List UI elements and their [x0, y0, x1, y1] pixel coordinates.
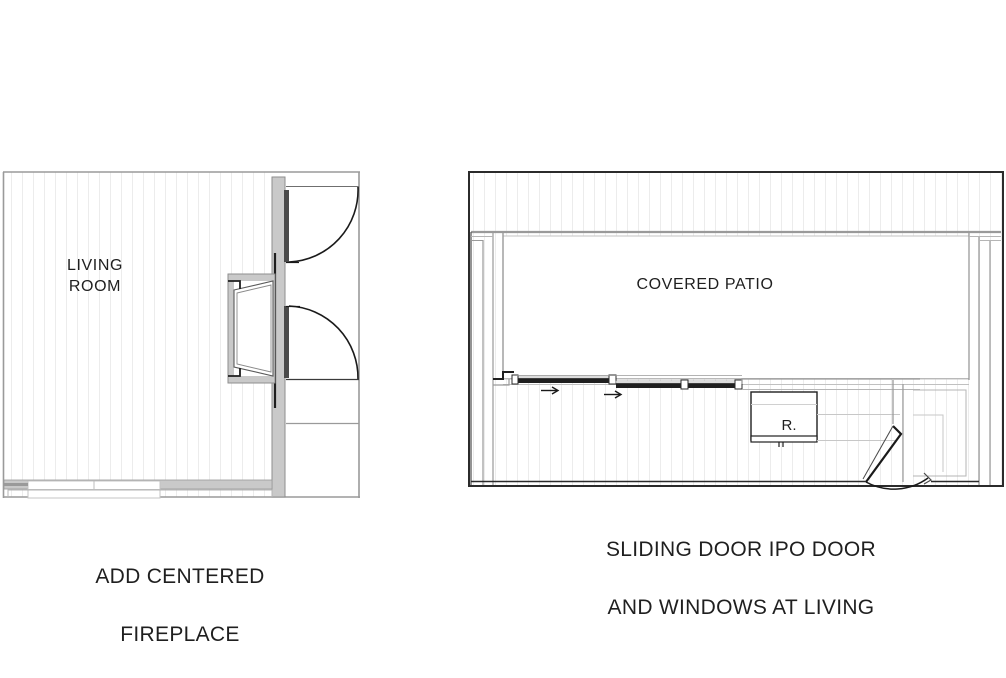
door-leaf-upper — [284, 190, 289, 262]
window-bottom-wall — [3, 479, 273, 499]
slider-panel-operable — [616, 383, 738, 388]
fireplace-firebox-trapezoid — [233, 280, 274, 377]
entry-door-strike-jamb — [923, 472, 932, 485]
caption-left-line-2: FIREPLACE — [120, 623, 240, 646]
door-swing-lower-icon — [288, 305, 359, 380]
right-plan-left-wall — [470, 232, 504, 485]
left-plan-group — [2, 171, 360, 499]
right-plan-outer-boundary — [468, 171, 1004, 487]
refrigerator — [750, 391, 818, 447]
refrigerator-door-front — [750, 435, 818, 443]
slider-left-return-wall-light — [493, 379, 510, 386]
refrigerator-handle-icon — [778, 442, 784, 447]
right-rooms-floor — [286, 172, 360, 497]
slide-direction-arrow-right-icon — [604, 390, 623, 399]
entry-alcove-outline — [913, 389, 967, 477]
fireplace-shoulder-bottom — [228, 368, 241, 377]
caption-right-plan: SLIDING DOOR IPO DOOR AND WINDOWS AT LIV… — [476, 506, 1006, 651]
slider-meeting-stile-2 — [680, 379, 689, 390]
entry-door-swing-icon — [865, 477, 929, 490]
door-leaf-lower — [284, 306, 289, 378]
refrigerator-body — [750, 391, 818, 441]
slider-panel-track-left — [515, 375, 613, 379]
door-swing-upper-icon — [288, 186, 359, 263]
slide-direction-arrow-left-icon — [541, 386, 560, 395]
slider-meeting-stile-1 — [608, 374, 617, 385]
caption-left-line-1: ADD CENTERED — [95, 565, 265, 588]
entry-door-leaf — [865, 425, 903, 483]
caption-left-plan: ADD CENTERED FIREPLACE — [0, 533, 360, 678]
exterior-apron-outline — [7, 489, 273, 497]
caption-right-line-1: SLIDING DOOR IPO DOOR — [606, 538, 876, 561]
centered-fireplace — [227, 273, 276, 384]
entry-alcove-inner — [913, 414, 944, 472]
angled-entry-door — [862, 380, 967, 490]
room-label-room: ROOM — [69, 278, 121, 295]
left-floor-plan: LIVING ROOM — [2, 171, 1004, 499]
room-label-covered-patio: COVERED PATIO — [636, 276, 773, 293]
right-plan-group — [468, 171, 1004, 490]
slider-panel-track-right — [615, 380, 739, 384]
slider-jamb-left — [511, 374, 519, 385]
right-plan-right-wall — [968, 232, 1001, 485]
slider-jamb-right — [734, 379, 743, 390]
appliance-label-refrigerator: R. — [782, 417, 797, 434]
floor-plan-sheet: LIVING ROOM — [2, 171, 1004, 646]
slider-panel-fixed-left — [516, 378, 612, 383]
sliding-glass-door — [511, 374, 743, 399]
fireplace-firebox-trapezoid-inner — [236, 284, 272, 373]
fireplace-shoulder-top — [228, 280, 241, 289]
slider-right-return-wall — [741, 378, 920, 384]
room-label-living: LIVING — [67, 257, 123, 274]
living-room-floor-hatch — [4, 172, 272, 497]
entry-door-leaf-thin — [862, 425, 894, 480]
slider-left-return-wall — [493, 371, 514, 380]
caption-right-line-2: AND WINDOWS AT LIVING — [607, 596, 875, 619]
covered-patio-outline — [502, 235, 970, 380]
